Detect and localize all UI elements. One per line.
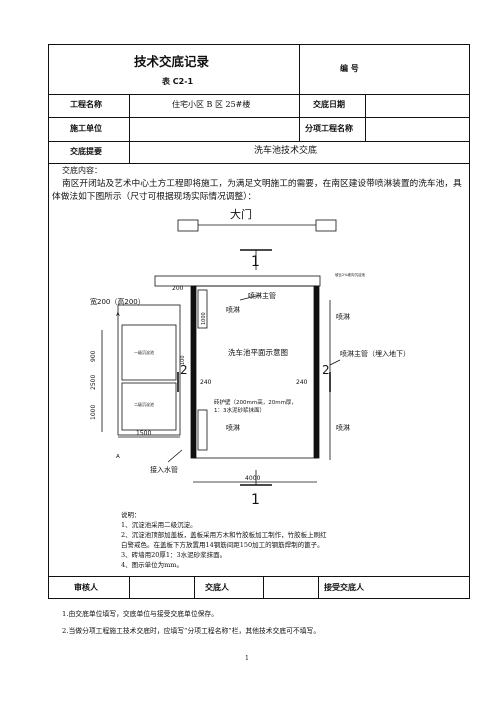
reviewer-label: 审核人 [74,583,98,592]
col-divider [318,576,319,599]
content-label: 交底内容： [62,166,102,175]
number-label: 编 号 [340,64,359,73]
disclosure-form-table [48,44,470,599]
contractor-label: 施工单位 [70,124,102,133]
tank-2-label: 二级沉淀池 [134,401,154,407]
section-1-top-label: 1 [251,254,260,270]
row-divider [48,94,470,95]
section-1-bottom-label: 1 [251,492,260,508]
col-divider [129,94,130,163]
mark-A-bottom: A [116,454,120,460]
wall-note-2: 1：3水泥砂浆抹面） [214,406,265,414]
spray-label-bottom-right: 喷淋 [336,423,350,432]
spray-main-label: 喷淋主管 [248,291,276,300]
dim-1000-grate: 1000 [201,312,207,325]
project-name-value: 住宅小区 B 区 25#楼 [172,100,251,109]
plan-title: 洗车池平面示意图 [228,347,288,357]
col-divider [263,576,264,599]
receiver-label: 接受交底人 [324,583,364,592]
col-divider [299,94,300,141]
content-paragraph: 南区开闭站及艺术中心土方工程即将施工，为满足文明施工的需要，在南区建设带喷淋装置… [52,179,462,202]
row-divider [48,141,470,142]
top-note: 坡比2%坡向沉淀池 [335,272,366,277]
spray-label-top-right: 喷淋 [336,312,350,321]
settling-tank-outer [117,304,181,436]
drainage-grate-left-low [197,409,208,451]
drainage-grate-left [197,289,208,329]
dim-240-left: 240 [200,379,212,386]
spray-main-buried-label: 喷淋主管（埋入地下） [340,349,410,358]
col-divider [365,94,366,141]
wall-note-1: 砖护壁（200mm高，20mm厚， [214,398,297,406]
project-name-label: 工程名称 [70,100,102,109]
car-wash-pool [192,285,318,459]
note-item-4: 3、砖墙用20厚1：3水泥砂浆抹面。 [121,551,227,559]
notes-title: 说明： [121,511,141,519]
leader-spray-main [239,294,261,301]
settling-tank-2 [121,382,177,431]
gate-label: 大门 [230,207,252,221]
settling-tank-1 [121,324,177,381]
gate-post-left [177,219,199,232]
subitem-label: 分项工程名称 [305,124,353,133]
dim-900: 900 [90,350,97,362]
row-divider [48,576,470,577]
leader-water-inlet [167,449,183,463]
summary-label: 交底提要 [70,147,102,156]
summary-value: 洗车池技术交底 [254,146,318,156]
note-item-3: 白警戒色。在盖板下方放置用14钢筋间距150加工的钢筋焊制的篦子。 [121,541,324,549]
col-divider [129,576,130,599]
gate-post-right [315,219,337,232]
dim-200-top: 200 [172,285,184,292]
dim-100-marker: 100 [180,355,186,365]
col-divider [299,44,300,94]
form-code: 表 C2-1 [162,77,194,86]
spray-label-bottom-left: 喷淋 [226,423,240,432]
spray-label-top-left: 喷淋 [226,305,240,314]
form-title: 技术交底记录 [134,54,210,69]
section-2-left-label: 2 [180,363,188,377]
footnote-1: 1.由交底单位填写，交底单位与接受交底单位保存。 [62,610,219,618]
section-2-right-label: 2 [322,363,330,377]
pool-wall-left [190,285,197,459]
dim-4000: 4000 [245,475,260,482]
dim-1000: 1000 [90,405,97,420]
row-divider [48,117,470,118]
note-item-1: 1、沉淀池采用二级沉淀。 [121,521,197,529]
footnote-2: 2.当做分项工程施工技术交底时，应填写“分项工程名称”栏，其他技术交底可不填写。 [62,627,321,635]
discloser-label: 交底人 [205,583,229,592]
mark-A-top: A [116,312,120,318]
note-item-5: 4、图示单位为mm。 [121,561,183,569]
dim-2500: 2500 [90,375,97,390]
dim-240-right: 240 [296,379,308,386]
row-divider [48,163,470,164]
page-number: 1 [245,655,249,662]
water-inlet-label: 接入水管 [150,465,178,474]
col-divider [194,576,195,599]
width-label: 宽200（高200） [90,297,145,306]
pool-wall-right [313,285,320,459]
tank-1-label: 一级沉淀池 [134,349,154,355]
note-item-2: 2、沉淀池顶部加盖板，盖板采用方木和竹胶板加工制作，竹胶板上刷红 [121,531,327,539]
dim-1500: 1500 [136,430,151,437]
leader-spray-buried [329,359,341,366]
disclosure-date-label: 交底日期 [313,100,345,109]
